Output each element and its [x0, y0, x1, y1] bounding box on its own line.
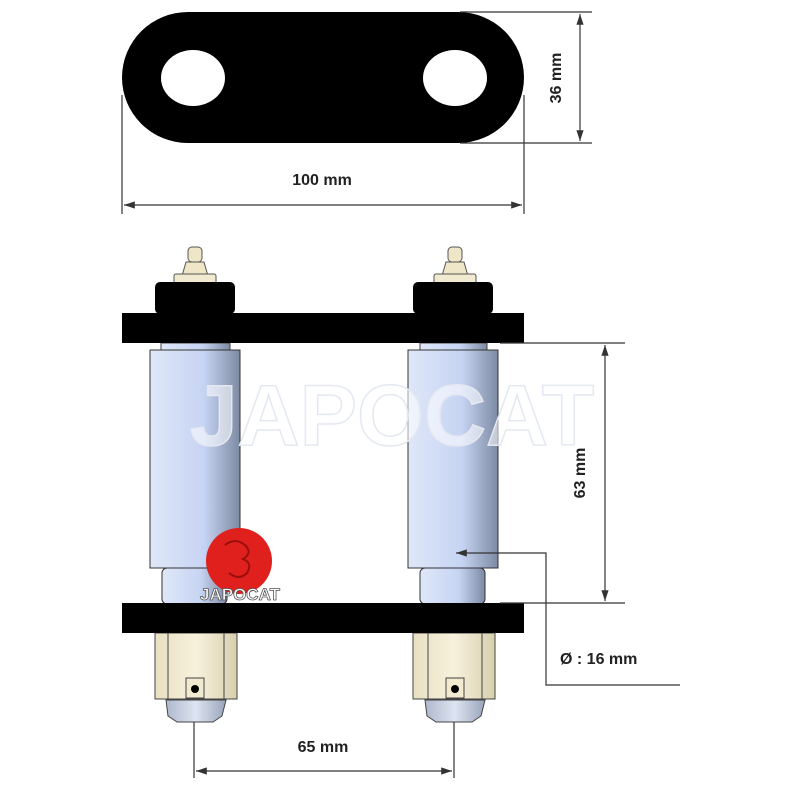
- pin-left: [149, 246, 241, 723]
- plate-hole-right: [423, 50, 487, 106]
- bushing-length-label: 63 mm: [572, 448, 589, 499]
- shackle-side-view: [122, 246, 524, 723]
- side-plate-lower: [122, 603, 524, 633]
- japocat-logo: JAPOCAT: [200, 528, 281, 604]
- watermark: JAPOCAT: [190, 368, 595, 464]
- dimension-bushing-length: 63 mm: [500, 342, 625, 604]
- bushing-diameter-label: Ø : 16 mm: [560, 651, 637, 668]
- plate-hole-left: [161, 50, 225, 106]
- dimension-bushing-diameter: Ø : 16 mm: [456, 549, 680, 686]
- plate-length-label: 100 mm: [292, 172, 352, 189]
- dimension-plate-width: 36 mm: [460, 11, 592, 144]
- side-plate-upper: [122, 313, 524, 343]
- dimension-plate-length: 100 mm: [121, 95, 525, 214]
- pin-right: [407, 246, 499, 723]
- dimension-pin-spacing: 65 mm: [193, 722, 455, 778]
- plate-width-label: 36 mm: [548, 53, 565, 104]
- side-plate-top-view: [122, 12, 524, 143]
- svg-text:JAPOCAT: JAPOCAT: [200, 585, 281, 604]
- pin-spacing-label: 65 mm: [298, 739, 349, 756]
